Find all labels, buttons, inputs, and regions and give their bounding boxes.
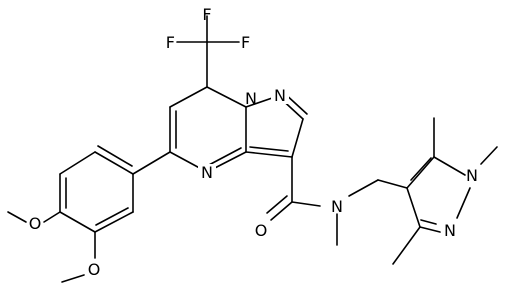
bond-n-ch2 — [348, 179, 379, 197]
atom-f-left: F — [166, 33, 175, 52]
atom-n-pyrazole: N — [274, 86, 286, 105]
atom-n-bridgehead: N — [245, 89, 257, 108]
bond-n4-c3a-inner — [206, 147, 242, 167]
atom-f-right: F — [241, 33, 250, 52]
atom-label-layer: F F F N N N O N N N O O — [29, 5, 478, 279]
bond-pz5-n1 — [433, 156, 466, 176]
bond-carbonyl-n — [291, 201, 321, 207]
bond-ar5-ar6-inner — [95, 207, 129, 226]
bond-n1-n2 — [456, 187, 471, 219]
bond-ar4-ar5 — [59, 211, 96, 233]
atom-o-methoxy-upper: O — [29, 214, 42, 233]
bond-n2-pz3 — [419, 226, 441, 233]
atom-bg-n4 — [198, 164, 216, 182]
atom-o-carbonyl: O — [255, 221, 268, 240]
bond-ar1-ar2 — [94, 151, 134, 175]
bond-ar2-ar3 — [59, 151, 96, 175]
atom-o-methoxy-lower: O — [88, 260, 101, 279]
bond-carbonyl-o — [270, 201, 293, 221]
bond-n1-methyl — [480, 146, 498, 165]
atom-f-top: F — [202, 5, 211, 24]
bond-c3-c3a-inner — [249, 146, 289, 152]
bond-carbonyl-o-double — [266, 195, 288, 214]
bond-ar5-ar6 — [94, 211, 134, 233]
bond-pz4-pz5 — [406, 156, 435, 189]
bond-ch2-pz4 — [377, 179, 408, 189]
bond-o-methyl-lower — [61, 274, 85, 283]
bond-pz3-pz4 — [406, 187, 421, 228]
bond-pz3-methyl — [392, 226, 421, 265]
atom-n-pyrimidine: N — [201, 163, 213, 182]
atom-n-pz2: N — [444, 221, 456, 240]
bond-c2-c3 — [291, 118, 304, 158]
bond-c7-c6 — [169, 86, 208, 108]
bond-ar1-ar2-inner — [97, 145, 133, 167]
bond-c3-c3a — [245, 151, 293, 158]
bond-layer — [7, 15, 498, 283]
bond-n2-pz3-inner — [420, 219, 437, 225]
bond-pz4-pz5-inner — [410, 157, 432, 181]
bond-ar4-o — [43, 211, 61, 223]
bond-o-methyl-upper — [7, 211, 27, 223]
bond-n8-c7 — [206, 86, 247, 108]
atom-n-pz1: N — [466, 166, 478, 185]
atom-bg-n1 — [271, 86, 289, 104]
bond-c5-aryl — [132, 151, 171, 175]
atom-n-amide: N — [331, 197, 343, 216]
